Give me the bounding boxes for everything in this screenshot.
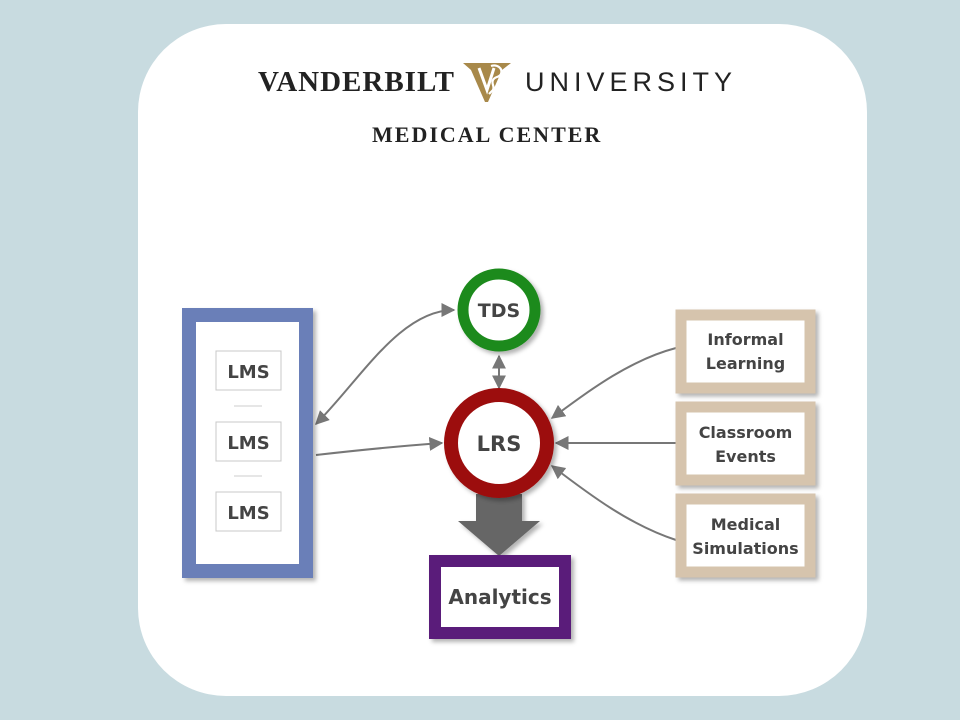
tds-node: TDS	[457, 268, 541, 352]
lms-box: LMS	[215, 491, 282, 532]
logo-subtitle: MEDICAL CENTER	[372, 122, 603, 147]
source-label-line1: Medical	[711, 515, 780, 534]
arrow-simulations-lrs	[550, 465, 677, 541]
source-classroom-events: Classroom Events	[675, 401, 816, 486]
logo-vanderbilt-text: VANDERBILT	[258, 65, 455, 98]
lms-box: LMS	[215, 350, 282, 391]
arrow-lrs-analytics	[458, 494, 540, 556]
lrs-label: LRS	[477, 432, 522, 456]
source-medical-simulations: Medical Simulations	[675, 493, 816, 578]
source-label-line2: Events	[715, 447, 776, 466]
arrow-lms-tds	[315, 303, 456, 425]
lrs-node: LRS	[444, 388, 554, 498]
oak-leaf-v-icon	[462, 63, 511, 102]
lms-label: LMS	[227, 362, 269, 383]
vanderbilt-logo: VANDERBILT UNIVERSITY	[258, 60, 737, 104]
lms-group: LMS LMS LMS	[182, 308, 313, 578]
lms-label: LMS	[227, 503, 269, 524]
analytics-label: Analytics	[448, 585, 551, 609]
lms-label: LMS	[227, 433, 269, 454]
analytics-node: Analytics	[429, 555, 571, 639]
source-label-line1: Informal	[707, 330, 783, 349]
source-label-line2: Simulations	[692, 539, 798, 558]
source-label-line2: Learning	[706, 354, 785, 373]
source-label-line1: Classroom	[699, 423, 793, 442]
lms-box: LMS	[215, 421, 282, 462]
source-informal-learning: Informal Learning	[675, 309, 816, 394]
arrow-informal-lrs	[550, 347, 677, 419]
arrow-lms-lrs	[315, 436, 444, 456]
logo-university-text: UNIVERSITY	[524, 66, 738, 97]
connectors	[315, 303, 677, 556]
tds-label: TDS	[478, 300, 520, 322]
